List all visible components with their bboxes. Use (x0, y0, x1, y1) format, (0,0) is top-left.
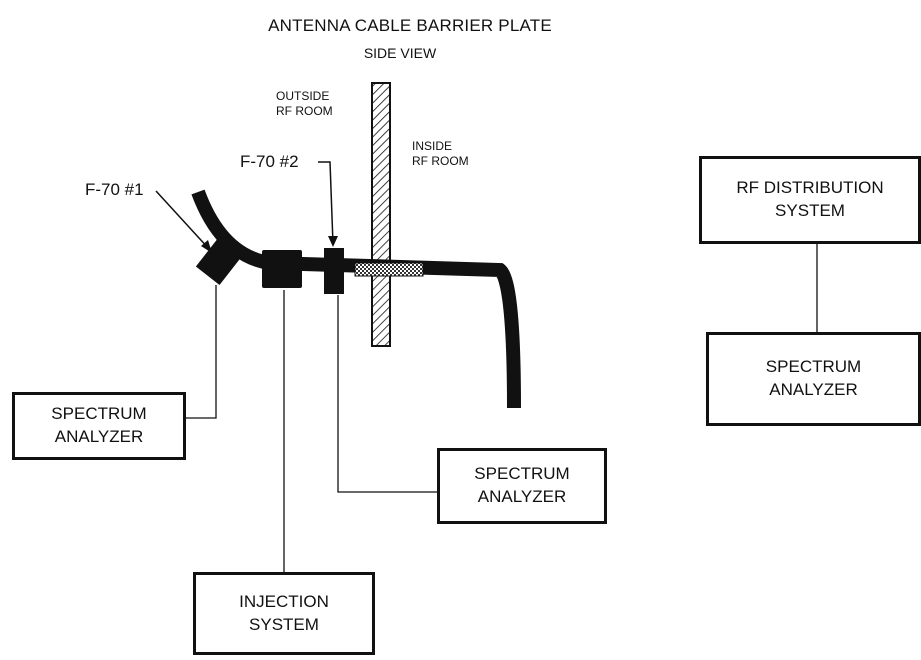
f70-1-arrow-line (155, 190, 211, 251)
injection-system-box: INJECTION SYSTEM (193, 572, 375, 655)
leader-center-spectrum (337, 295, 437, 493)
rf-distribution-system-label: RF DISTRIBUTION SYSTEM (736, 178, 884, 220)
leader-left-spectrum (186, 285, 217, 419)
spectrum-analyzer-center-box: SPECTRUM ANALYZER (437, 448, 607, 524)
diagram-title: ANTENNA CABLE BARRIER PLATE (268, 16, 552, 35)
f70-2-connector (324, 248, 344, 294)
f70-1-label: F-70 #1 (85, 180, 144, 199)
f70-2-arrow-line (318, 161, 334, 245)
injection-system-label: INJECTION SYSTEM (239, 591, 329, 634)
inside-rf-room-label: INSIDE RF ROOM (412, 139, 469, 168)
injection-coupler (262, 250, 302, 288)
outside-rf-room-label: OUTSIDE RF ROOM (276, 89, 333, 118)
diagram-subtitle: SIDE VIEW (363, 45, 437, 61)
spectrum-analyzer-right-box: SPECTRUM ANALYZER (706, 332, 921, 426)
spectrum-analyzer-left-label: SPECTRUM ANALYZER (51, 404, 147, 446)
rf-distribution-system-box: RF DISTRIBUTION SYSTEM (699, 156, 921, 244)
spectrum-analyzer-center-label: SPECTRUM ANALYZER (474, 464, 570, 506)
spectrum-analyzer-right-label: SPECTRUM ANALYZER (765, 357, 862, 399)
antenna-cable (191, 189, 521, 409)
cable-shield-braid (354, 262, 424, 277)
f70-2-label: F-70 #2 (240, 152, 299, 171)
f70-1-arrowhead (201, 240, 212, 253)
spectrum-analyzer-left-box: SPECTRUM ANALYZER (12, 392, 186, 460)
barrier-plate (371, 82, 391, 347)
f70-2-arrowhead (328, 236, 338, 247)
f70-1-connector (195, 235, 245, 285)
